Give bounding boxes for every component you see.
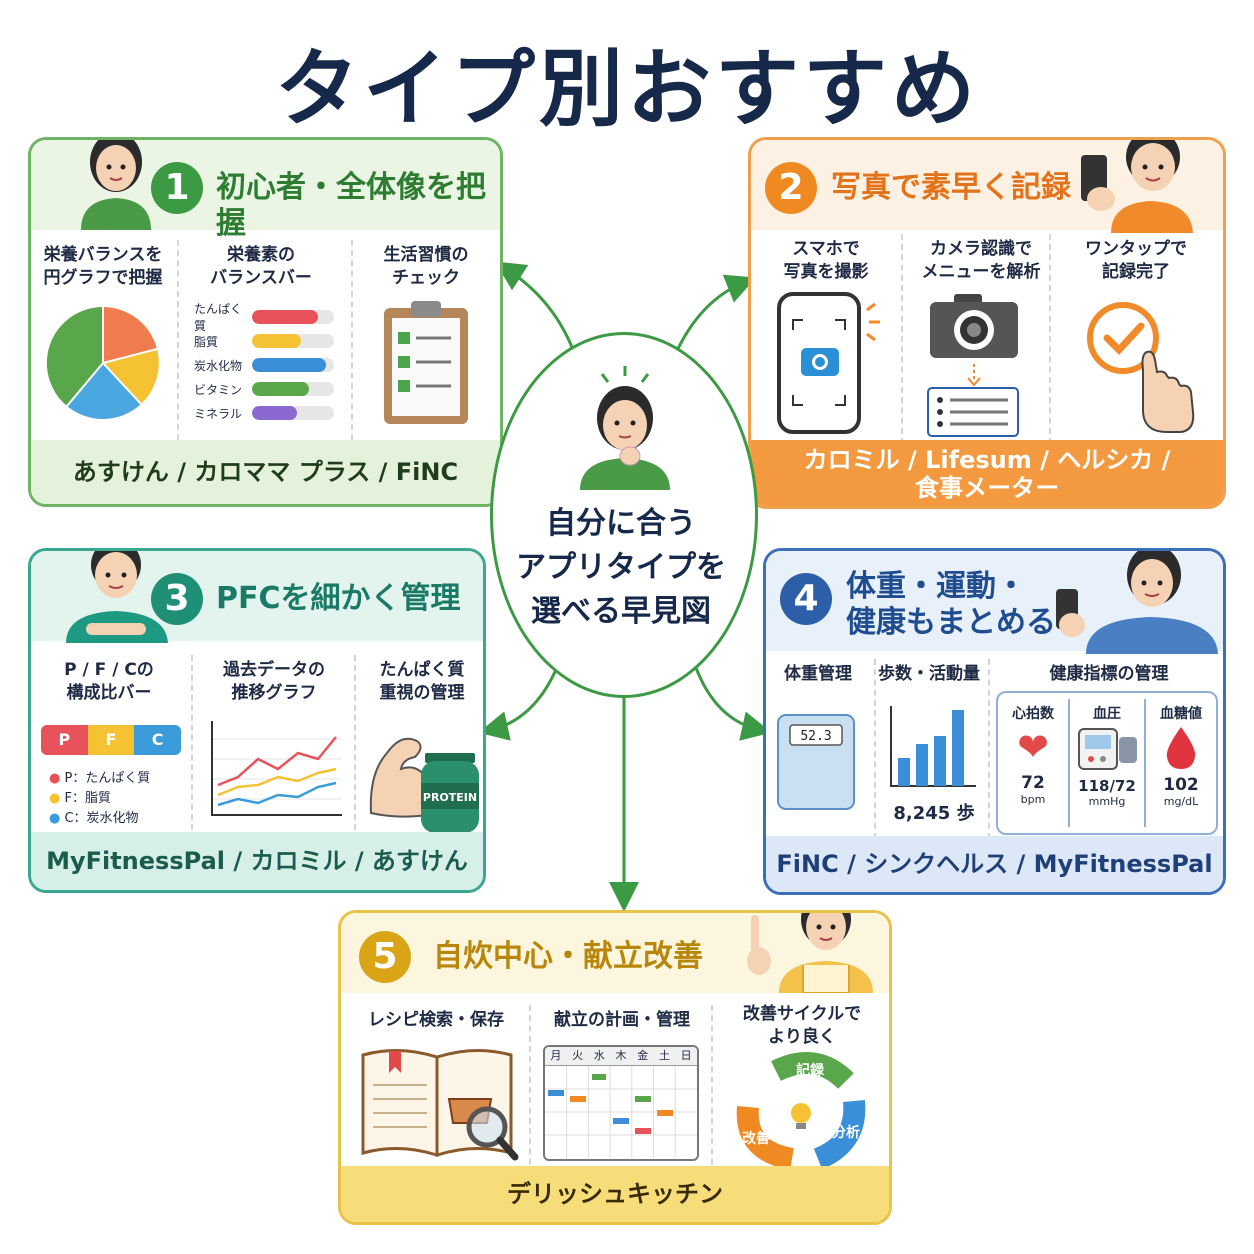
nutrient-label: 炭水化物: [194, 358, 243, 373]
panel-health: 4 体重・運動・健康もまとめる 体重管理 52.3 歩数・活動量 8,245 歩…: [763, 548, 1226, 895]
segment-carb: C: [134, 725, 181, 755]
pfc-legend: ● P：たんぱく質 ● F：脂質 ● C：炭水化物: [49, 771, 151, 826]
nutrient-bar: [252, 310, 318, 324]
heart-icon: ❤: [1017, 725, 1049, 769]
caption: 栄養素のバランスバー: [210, 245, 312, 288]
clipboard-checklist-icon: [384, 301, 468, 424]
calendar-day-label: 金: [637, 1049, 649, 1062]
nutrient-bar-row: ミネラル: [194, 401, 344, 425]
caption: スマホで写真を撮影: [783, 239, 869, 282]
step-count: 8,245 歩: [893, 803, 975, 824]
nutrient-bars: たんぱく質脂質炭水化物ビタミンミネラル: [194, 302, 344, 425]
panel-apps: あすけん / カロママ プラス / FiNC: [31, 440, 500, 504]
nutrient-bar-row: 脂質: [194, 329, 344, 353]
health-metrics-box: 心拍数 ❤ 72 bpm 血圧 118/72 mmHg 血糖値 102 mg/d…: [996, 691, 1218, 835]
panel-title: 自炊中心・献立改善: [433, 939, 703, 974]
thinking-woman-icon: [580, 366, 670, 490]
calendar-day-label: 火: [572, 1049, 584, 1062]
caption: 献立の計画・管理: [554, 1010, 690, 1030]
panel-title: 体重・運動・健康もまとめる: [846, 569, 1056, 640]
panel-number-5: 5: [359, 931, 411, 983]
tap-check-icon: [1087, 302, 1195, 433]
blood-drop-icon: [1166, 727, 1196, 769]
smartphone-camera-icon: [777, 292, 880, 434]
weight-scale-icon: 52.3: [777, 714, 855, 810]
trend-line-chart-icon: [211, 721, 342, 816]
pfc-ratio-bar: P F C: [41, 725, 181, 755]
cycle-analyze: 分析: [832, 1124, 860, 1141]
calendar-day-label: 木: [615, 1049, 627, 1062]
nutrient-bar: [252, 382, 310, 396]
step-bar-chart-icon: [890, 706, 976, 787]
panel-title: 初心者・全体像を把握: [216, 170, 486, 241]
recipe-book-icon: [361, 1048, 519, 1161]
blood-glucose-metric: 血糖値 102 mg/dL: [1160, 706, 1202, 808]
lightbulb-icon: [791, 1103, 811, 1123]
page-title: タイプ別おすすめ: [274, 40, 979, 138]
panel-apps: FiNC / シンクヘルス / MyFitnessPal: [766, 836, 1223, 892]
nutrient-bar: [252, 358, 326, 372]
panel-number-1: 1: [151, 162, 203, 214]
calendar-day-label: 土: [658, 1049, 670, 1062]
camera-recognition-icon: [927, 294, 1019, 437]
panel-cooking: 5 自炊中心・献立改善 レシピ検索・保存 献立の計画・管理 月火水木金土日: [338, 910, 892, 1225]
caption: P / F / Cの構成比バー: [64, 660, 154, 703]
panel-apps: デリッシュキッチン: [341, 1166, 889, 1222]
nutrient-bar-row: 炭水化物: [194, 353, 344, 377]
scale-reading: 52.3: [800, 729, 831, 744]
woman-phone-avatar: [1056, 551, 1223, 658]
segment-protein: P: [41, 725, 88, 755]
center-label: 自分に合うアプリタイプを選べる早見図: [516, 506, 726, 629]
calendar-day-label: 水: [593, 1049, 605, 1062]
improvement-cycle-icon: 記録 分析 改善: [736, 1052, 866, 1169]
panel-photo: 2 写真で素早く記録 スマホで写真を撮影 カメラ認識でメニューを解析 ワンタップ…: [748, 137, 1226, 509]
caption: 改善サイクルでより良く: [742, 1004, 862, 1047]
heart-rate-metric: 心拍数 ❤ 72 bpm: [998, 693, 1068, 833]
nutrient-bar: [252, 334, 302, 348]
caption: 体重管理: [784, 664, 852, 684]
caption: 過去データの推移グラフ: [223, 660, 325, 703]
caption: 生活習慣のチェック: [383, 245, 469, 288]
nutrient-label: たんぱく質: [194, 302, 243, 333]
caption: レシピ検索・保存: [368, 1010, 504, 1030]
cycle-improve: 改善: [742, 1130, 770, 1147]
pie-chart-icon: [46, 306, 159, 419]
meal-calendar: 月火水木金土日: [543, 1045, 699, 1161]
woman-avatar: [71, 140, 161, 234]
panel-number-3: 3: [151, 573, 203, 625]
segment-fat: F: [87, 725, 135, 755]
nutrient-bar: [252, 406, 298, 420]
blood-pressure-monitor-icon: [1078, 728, 1137, 770]
panel-pfc: 3 PFCを細かく管理 P / F / Cの構成比バー P F C ● P：たん…: [28, 548, 486, 893]
cycle-record: 記録: [796, 1062, 825, 1079]
calendar-day-label: 日: [680, 1049, 692, 1062]
panel-beginner: 1 初心者・全体像を把握 栄養バランスを円グラフで把握 栄養素のバランスバー た…: [28, 137, 503, 507]
caption: カメラ認識でメニューを解析: [921, 239, 1041, 282]
caption: ワンタップで記録完了: [1085, 239, 1187, 282]
nutrient-bar-row: たんぱく質: [194, 302, 344, 333]
caption: 健康指標の管理: [1049, 664, 1169, 684]
panel-number-2: 2: [765, 162, 817, 214]
calendar-day-label: 月: [550, 1049, 562, 1062]
protein-jar-label: PROTEIN: [423, 791, 477, 804]
panel-title: PFCを細かく管理: [216, 581, 461, 616]
panel-title: 写真で素早く記録: [831, 170, 1071, 205]
nutrient-label: ミネラル: [194, 406, 243, 421]
panel-apps: MyFitnessPal / カロミル / あすけん: [31, 832, 483, 890]
caption: たんぱく質重視の管理: [379, 660, 465, 703]
caption: 栄養バランスを円グラフで把握: [43, 245, 163, 288]
man-avatar: [56, 551, 176, 647]
blood-pressure-metric: 血圧 118/72 mmHg: [1070, 693, 1144, 833]
protein-muscle-icon: PROTEIN: [369, 737, 479, 833]
panel-number-4: 4: [780, 573, 832, 625]
cooking-woman-avatar: [741, 913, 881, 997]
caption: 歩数・活動量: [878, 664, 980, 684]
nutrient-bar-row: ビタミン: [194, 377, 344, 401]
panel-apps: カロミル / Lifesum / ヘルシカ /食事メーター: [751, 440, 1223, 506]
man-phone-avatar: [1081, 140, 1211, 237]
nutrient-label: ビタミン: [194, 382, 243, 397]
nutrient-label: 脂質: [194, 334, 219, 349]
